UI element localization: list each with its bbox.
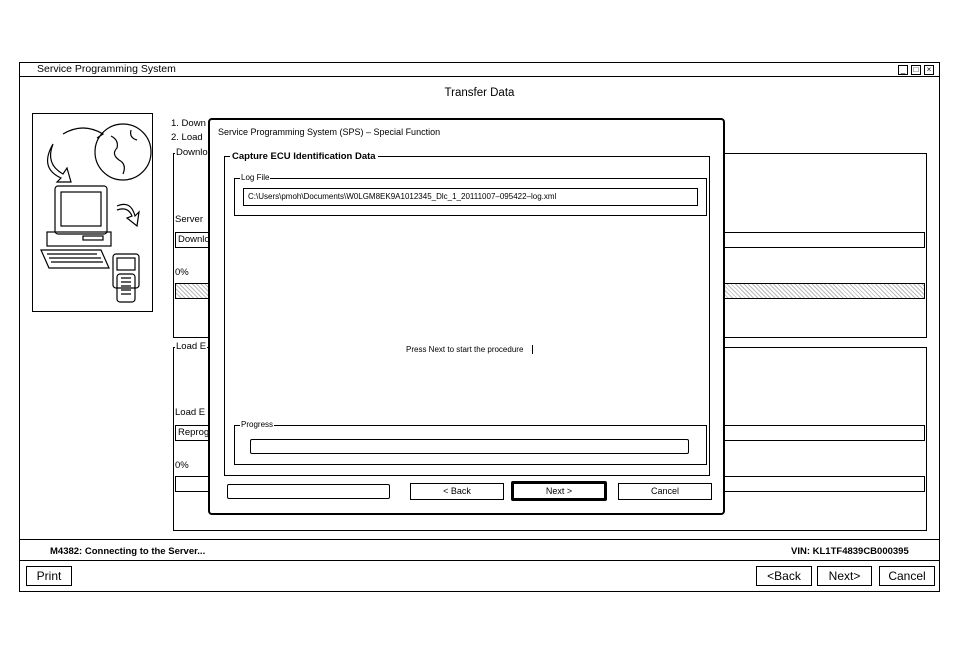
- dialog-title: Service Programming System (SPS) – Speci…: [218, 127, 441, 137]
- step-1: 1. Down: [171, 118, 206, 129]
- print-button[interactable]: Print: [26, 566, 72, 586]
- step-list: 1. Down 2. Load: [171, 117, 206, 145]
- vin-label: VIN: KL1TF4839CB000395: [791, 546, 909, 557]
- dialog-cancel-button[interactable]: Cancel: [618, 483, 712, 500]
- title-bar: Service Programming System _ □ ×: [20, 63, 939, 77]
- load-field-label: Load E: [175, 407, 206, 418]
- load-group-label: Load E: [175, 341, 208, 352]
- page-title: Transfer Data: [444, 87, 515, 99]
- instruction-message: Press Next to start the procedure: [406, 345, 524, 354]
- special-function-dialog: Service Programming System (SPS) – Speci…: [208, 118, 725, 515]
- maximize-icon[interactable]: □: [911, 65, 921, 75]
- minimize-icon[interactable]: _: [898, 65, 908, 75]
- server-label: Server: [175, 214, 203, 225]
- next-button[interactable]: Next>: [817, 566, 872, 586]
- log-file-label: Log File: [240, 173, 271, 182]
- dialog-progress-bar: [250, 439, 689, 454]
- text-cursor: [532, 345, 533, 354]
- progress-group: [234, 425, 707, 465]
- log-file-path-field: C:\Users\pmoh\Documents\W0LGM8EK9A101234…: [243, 188, 698, 206]
- back-button[interactable]: <Back: [756, 566, 812, 586]
- dialog-back-button[interactable]: < Back: [410, 483, 504, 500]
- status-message: M4382: Connecting to the Server...: [50, 546, 206, 557]
- capture-ecu-group: [224, 156, 710, 476]
- cancel-button[interactable]: Cancel: [879, 566, 935, 586]
- close-icon[interactable]: ×: [924, 65, 934, 75]
- log-file-group: [234, 178, 707, 216]
- blank-button: [227, 484, 390, 499]
- capture-ecu-title: Capture ECU Identification Data: [230, 151, 378, 162]
- dialog-next-button[interactable]: Next >: [511, 481, 607, 501]
- button-divider: [20, 560, 939, 561]
- window-title: Service Programming System: [37, 63, 176, 75]
- load-percent: 0%: [175, 460, 189, 471]
- download-percent: 0%: [175, 267, 189, 278]
- computer-tool-illustration-icon: [40, 123, 152, 303]
- download-group-label: Downlo: [175, 147, 209, 158]
- status-divider: [20, 539, 939, 540]
- progress-label: Progress: [240, 420, 275, 429]
- programming-illustration: [32, 113, 153, 312]
- step-2: 2. Load: [171, 132, 203, 143]
